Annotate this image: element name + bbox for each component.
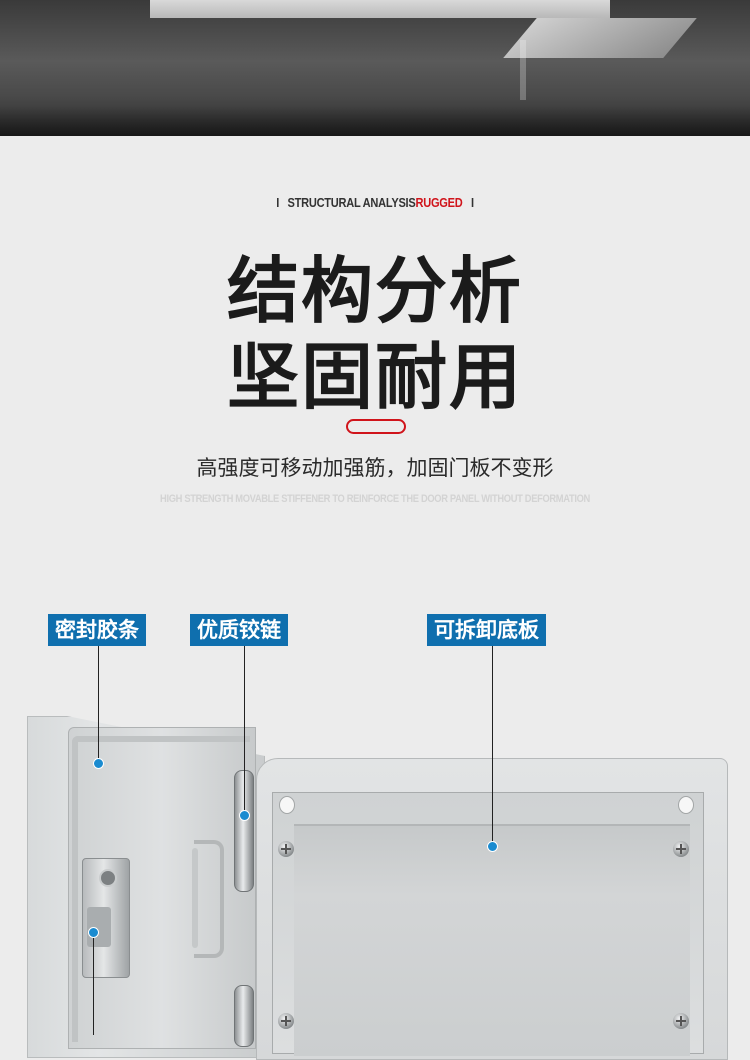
description-en: HIGH STRENGTH MOVABLE STIFFENER TO REINF… <box>160 493 590 505</box>
mounting-plate <box>294 824 690 1056</box>
stiffener-handle <box>194 840 224 958</box>
decorative-pill <box>346 419 406 434</box>
divider-left: I <box>276 195 280 210</box>
seal-strip <box>72 736 250 1042</box>
label-base-plate: 可拆卸底板 <box>427 614 546 646</box>
screw-top-left <box>278 841 294 857</box>
screw-bottom-right <box>673 1013 689 1029</box>
cabinet-illustration <box>0 700 750 1060</box>
corner-hole-right <box>678 796 694 814</box>
stiffener-bar <box>192 848 198 948</box>
divider-right: I <box>470 195 474 210</box>
top-product-photo <box>0 0 750 136</box>
cabinet-top-edge <box>150 0 610 18</box>
leader-lock <box>93 935 94 1035</box>
subtitle-text: STRUCTURAL ANALYSIS <box>287 195 416 210</box>
label-hinge: 优质铰链 <box>190 614 288 646</box>
leader-seal-strip <box>98 646 99 764</box>
description-cn: 高强度可移动加强筋，加固门板不变形 <box>196 456 554 480</box>
corner-hole-left <box>279 796 295 814</box>
marker-lock <box>88 927 99 938</box>
headline-line-1: 结构分析 <box>226 249 523 333</box>
hinge-bottom <box>234 985 254 1047</box>
subtitle-accent: RUGGED <box>415 195 463 210</box>
screw-bottom-left <box>278 1013 294 1029</box>
photo-shadow <box>0 106 750 136</box>
section-subtitle: I STRUCTURAL ANALYSISRUGGED I <box>56 195 694 210</box>
marker-base-plate <box>487 841 498 852</box>
marker-hinge <box>239 810 250 821</box>
cabinet-corner <box>503 18 697 58</box>
marker-seal-strip <box>93 758 104 769</box>
headline-line-2: 坚固耐用 <box>226 335 523 419</box>
door-lock <box>82 858 130 978</box>
label-seal-strip: 密封胶条 <box>48 614 146 646</box>
leader-base-plate <box>492 646 493 846</box>
lock-keyhole <box>99 869 117 887</box>
photo-sheen <box>520 40 526 100</box>
screw-top-right <box>673 841 689 857</box>
leader-hinge <box>244 646 245 816</box>
